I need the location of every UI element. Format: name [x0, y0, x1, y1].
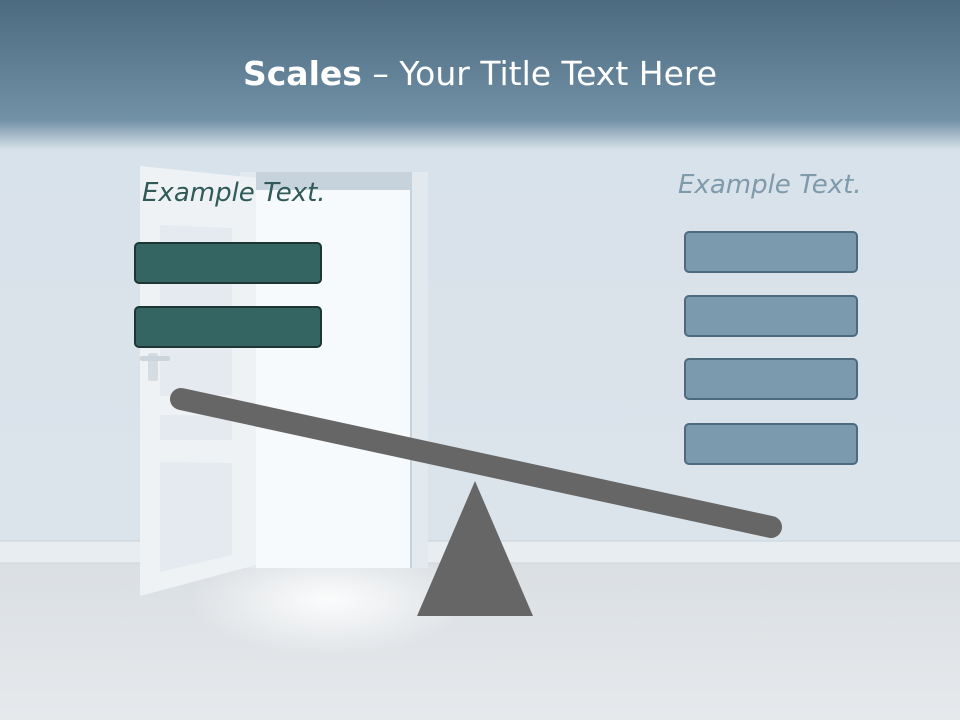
- right-text-box-3[interactable]: [684, 358, 858, 400]
- slide-title: Scales – Your Title Text Here: [0, 52, 960, 96]
- left-example-text: Example Text.: [142, 178, 326, 208]
- title-bar: [0, 0, 960, 150]
- scale-fulcrum: [417, 481, 533, 616]
- scale-beam: [170, 388, 782, 538]
- slide-title-rest: – Your Title Text Here: [361, 54, 718, 93]
- right-text-box-1[interactable]: [684, 231, 858, 273]
- right-text-box-4[interactable]: [684, 423, 858, 465]
- right-example-text: Example Text.: [678, 170, 862, 200]
- left-text-box-1[interactable]: [134, 242, 322, 284]
- right-text-box-2[interactable]: [684, 295, 858, 337]
- left-text-box-2[interactable]: [134, 306, 322, 348]
- slide-title-bold: Scales: [242, 54, 362, 93]
